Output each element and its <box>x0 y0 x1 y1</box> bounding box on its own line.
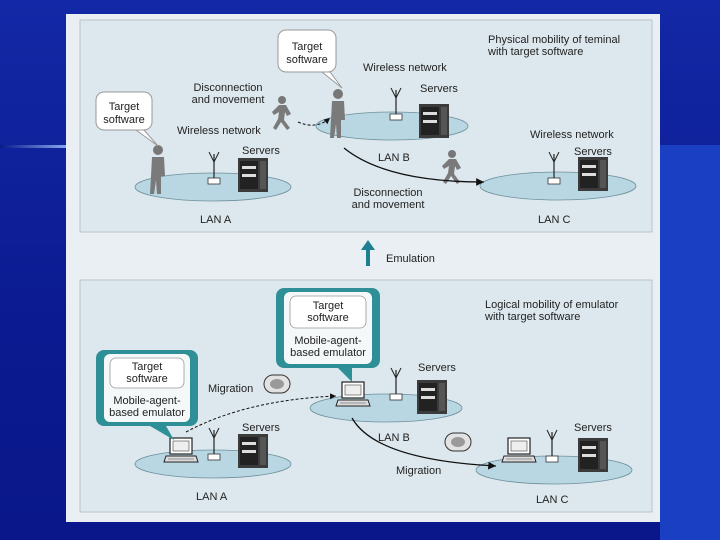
server-icon <box>238 158 268 192</box>
servers-b-label: Servers <box>420 83 458 95</box>
servers-c-label: Servers <box>574 422 612 434</box>
wireless-c-label: Wireless network <box>530 129 614 141</box>
agent-capsule-icon <box>263 374 291 394</box>
emu-b-target-line2: software <box>307 312 349 324</box>
server-icon <box>238 434 268 468</box>
lan-b-label: LAN B <box>378 152 410 164</box>
migration-1-label: Migration <box>208 383 253 395</box>
lan-b-label: LAN B <box>378 432 410 444</box>
emu-b-target-line1: Target <box>313 300 344 312</box>
target-a-line2: software <box>103 114 145 126</box>
target-a-line1: Target <box>109 101 140 113</box>
servers-a-label: Servers <box>242 422 280 434</box>
disconnect-2-line2: and movement <box>352 199 425 211</box>
top-title-line2: with target software <box>487 46 583 58</box>
top-title-line1: Physical mobility of teminal <box>488 34 620 46</box>
movement-arrow <box>297 117 331 126</box>
emu-a-target-line2: software <box>126 373 168 385</box>
servers-b-label: Servers <box>418 362 456 374</box>
server-icon <box>578 157 608 191</box>
disconnect-1-line1: Disconnection <box>193 82 262 94</box>
lan-c-label: LAN C <box>536 494 568 506</box>
movement-arrow <box>343 147 485 186</box>
servers-a-label: Servers <box>242 145 280 157</box>
wireless-a-label: Wireless network <box>177 125 261 137</box>
target-b-line2: software <box>286 54 328 66</box>
target-software-callout-b <box>277 29 337 73</box>
bottom-title-line2: with target software <box>484 311 580 323</box>
servers-c-label: Servers <box>574 146 612 158</box>
bottom-title-line1: Logical mobility of emulator <box>485 299 619 311</box>
lan-c-ellipse <box>479 171 637 201</box>
lan-a-label: LAN A <box>200 214 232 226</box>
mobility-diagram: Physical mobility of teminal with target… <box>79 19 653 513</box>
server-icon <box>417 380 447 414</box>
emu-a-line2: based emulator <box>109 407 185 419</box>
wireless-b-label: Wireless network <box>363 62 447 74</box>
emu-a-line1: Mobile-agent- <box>113 395 181 407</box>
server-icon <box>578 438 608 472</box>
emulation-arrow-icon <box>361 240 375 266</box>
target-software-callout-a <box>95 91 153 131</box>
emu-b-line2: based emulator <box>290 347 366 359</box>
emulation-label: Emulation <box>386 253 435 265</box>
side-strip <box>660 145 720 540</box>
migration-arrow <box>351 417 497 470</box>
emu-a-target-line1: Target <box>132 361 163 373</box>
lan-a-label: LAN A <box>196 491 228 503</box>
migration-2-label: Migration <box>396 465 441 477</box>
emu-b-line1: Mobile-agent- <box>294 335 362 347</box>
server-icon <box>419 104 449 138</box>
disconnect-2-line1: Disconnection <box>353 187 422 199</box>
lan-c-label: LAN C <box>538 214 570 226</box>
disconnect-1-line2: and movement <box>192 94 265 106</box>
target-b-line1: Target <box>292 41 323 53</box>
migration-arrow <box>185 393 337 433</box>
accent-line <box>0 145 80 148</box>
agent-capsule-icon <box>444 432 472 452</box>
